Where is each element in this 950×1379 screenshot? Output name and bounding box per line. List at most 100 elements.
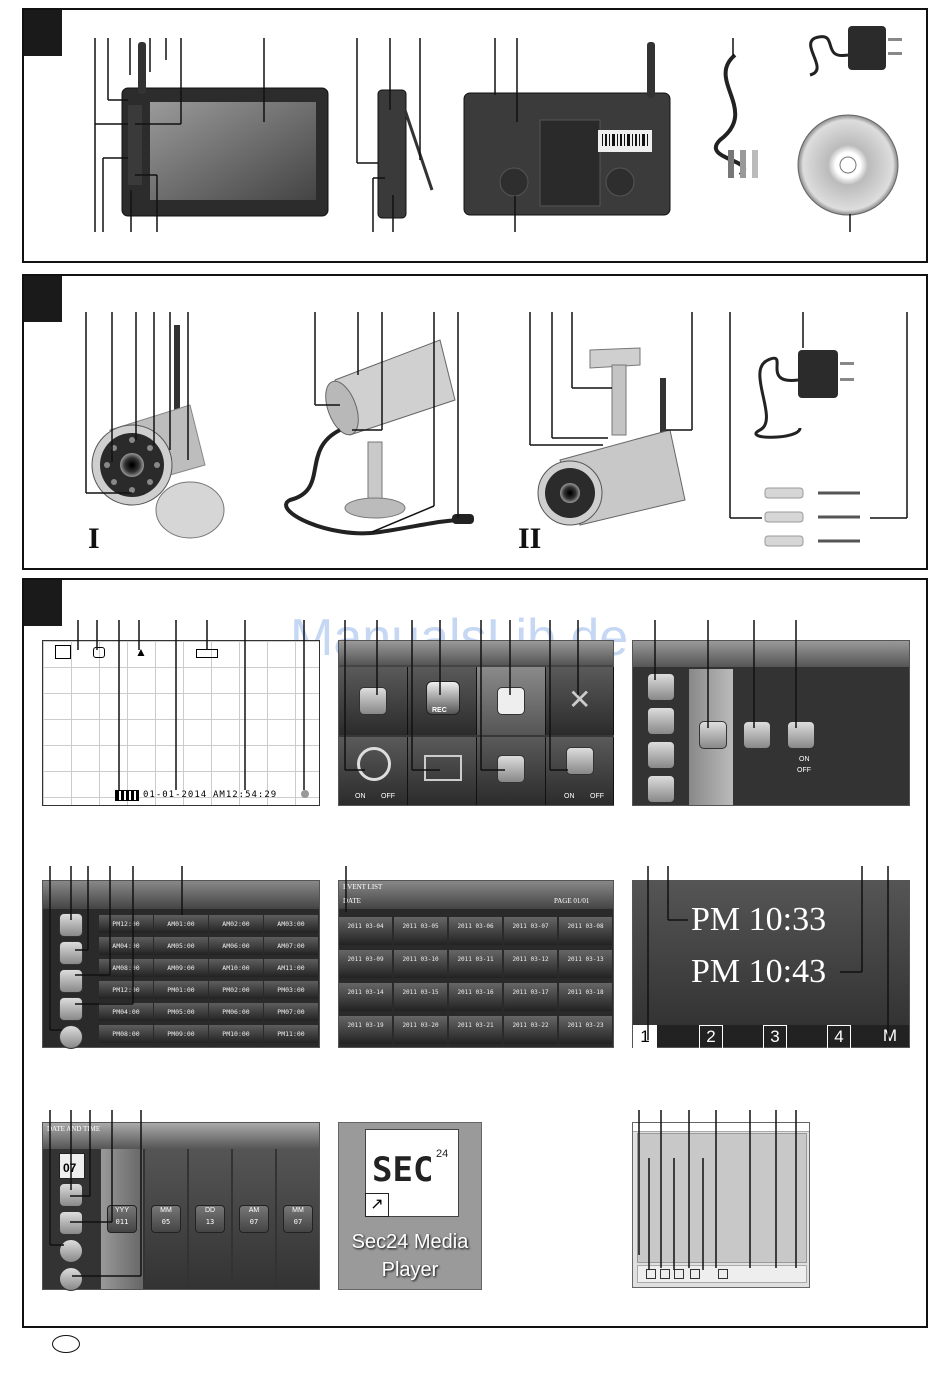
menu-tile-settings[interactable]: ✕: [546, 667, 614, 735]
menu-tile-pairing[interactable]: [477, 737, 546, 805]
event-date-cell[interactable]: 2011 03-06: [449, 917, 502, 945]
schedule-cell[interactable]: AM09:00: [154, 959, 208, 977]
cam4-icon[interactable]: [647, 775, 675, 803]
brightness-icon[interactable]: [743, 721, 771, 749]
panel-c: [22, 578, 928, 1328]
panel-c-tab: [24, 580, 62, 626]
event-date-cell[interactable]: 2011 03-23: [559, 1016, 612, 1044]
monitor-side: [377, 89, 407, 219]
schedule-cell[interactable]: AM10:00: [209, 959, 263, 977]
record-end-time: PM 10:43: [691, 953, 827, 990]
event-date-cell[interactable]: 2011 03-09: [339, 950, 392, 978]
media-player-shortcut[interactable]: SEC 24 ↗ Sec24 Media Player: [338, 1122, 482, 1290]
event-date-cell[interactable]: 2011 03-12: [504, 950, 557, 978]
schedule-cell[interactable]: PM04:00: [99, 1003, 153, 1021]
camera-power-adapter: [798, 350, 838, 398]
menu-tile-event[interactable]: [477, 667, 546, 735]
event-date-cell[interactable]: 2011 03-04: [339, 917, 392, 945]
event-date-cell[interactable]: 2011 03-20: [394, 1016, 447, 1044]
datetime-clock-icon[interactable]: [59, 1239, 83, 1263]
next-button[interactable]: [690, 1269, 700, 1279]
battery-icon: [115, 790, 139, 801]
schedule-cell[interactable]: PM06:00: [209, 1003, 263, 1021]
schedule-cell[interactable]: AM11:00: [264, 959, 318, 977]
schedule-cell[interactable]: PM01:00: [154, 981, 208, 999]
event-date-cell[interactable]: 2011 03-07: [504, 917, 557, 945]
main-menu-screen: REC ✕ ON OFF ON OFF: [338, 640, 614, 806]
event-date-cell[interactable]: 2011 03-15: [394, 983, 447, 1011]
event-date-cell[interactable]: 2011 03-14: [339, 983, 392, 1011]
main-menu-header: [339, 641, 613, 665]
av-cable: [714, 53, 746, 177]
schedule-grid-icon[interactable]: [59, 997, 83, 1021]
schedule-cell[interactable]: PM12:00: [99, 915, 153, 933]
schedule-cell[interactable]: AM07:00: [264, 937, 318, 955]
event-date-cell[interactable]: 2011 03-08: [559, 917, 612, 945]
prev-button[interactable]: [674, 1269, 684, 1279]
schedule-cell[interactable]: PM10:00: [209, 1025, 263, 1043]
panel-b: [22, 274, 928, 570]
schedule-cell[interactable]: AM06:00: [209, 937, 263, 955]
event-date-cell[interactable]: 2011 03-18: [559, 983, 612, 1011]
menu-tile-sd[interactable]: ON OFF: [546, 737, 614, 805]
schedule-cell[interactable]: PM02:00: [209, 981, 263, 999]
schedule-cell[interactable]: PM07:00: [264, 1003, 318, 1021]
event-date-cell[interactable]: 2011 03-05: [394, 917, 447, 945]
event-date-cell[interactable]: 2011 03-16: [449, 983, 502, 1011]
datetime-sync-icon[interactable]: [59, 1211, 83, 1235]
record-tab-2[interactable]: 2: [699, 1025, 723, 1049]
schedule-cell[interactable]: PM12:00: [99, 981, 153, 999]
menu-tile-display[interactable]: [408, 737, 477, 805]
date-time-field-value: 011: [115, 1218, 129, 1226]
camera-select-icon[interactable]: [699, 721, 727, 749]
snapshot-button[interactable]: [718, 1269, 728, 1279]
schedule-motion-icon[interactable]: [59, 941, 83, 965]
event-date-cell[interactable]: 2011 03-19: [339, 1016, 392, 1044]
schedule-cell[interactable]: AM05:00: [154, 937, 208, 955]
event-date-cell[interactable]: 2011 03-21: [449, 1016, 502, 1044]
panel-b-tab: [24, 276, 62, 322]
event-date-label: DATE: [343, 897, 361, 905]
date-time-field-label: MM: [160, 1207, 172, 1214]
record-tab-3[interactable]: 3: [763, 1025, 787, 1049]
schedule-cell[interactable]: PM09:00: [154, 1025, 208, 1043]
cam2-icon[interactable]: [647, 707, 675, 735]
cam1-icon[interactable]: [647, 673, 675, 701]
event-date-cell[interactable]: 2011 03-13: [559, 950, 612, 978]
media-player-line1: Sec24 Media: [351, 1231, 469, 1253]
stop-button[interactable]: [660, 1269, 670, 1279]
schedule-cell[interactable]: AM03:00: [264, 915, 318, 933]
schedule-cell[interactable]: AM02:00: [209, 915, 263, 933]
schedule-cell[interactable]: AM01:00: [154, 915, 208, 933]
datetime-globe-icon[interactable]: [59, 1267, 83, 1291]
record-tab-m[interactable]: M: [882, 1026, 898, 1045]
schedule-cell[interactable]: AM08:00: [99, 959, 153, 977]
record-tab-1[interactable]: 1: [633, 1025, 657, 1049]
calendar-icon[interactable]: 07: [59, 1153, 85, 1179]
camera-onoff-icon[interactable]: [787, 721, 815, 749]
schedule-clock-icon[interactable]: [59, 1025, 83, 1049]
schedule-cell[interactable]: PM03:00: [264, 981, 318, 999]
menu-tile-record[interactable]: REC: [408, 667, 477, 735]
menu-tile-power[interactable]: ON OFF: [339, 737, 408, 805]
event-date-cell[interactable]: 2011 03-22: [504, 1016, 557, 1044]
power-on-label: ON: [355, 793, 366, 800]
schedule-cell[interactable]: PM08:00: [99, 1025, 153, 1043]
menu-tile-camera[interactable]: [339, 667, 408, 735]
schedule-cell[interactable]: PM05:00: [154, 1003, 208, 1021]
event-date-cell[interactable]: 2011 03-11: [449, 950, 502, 978]
schedule-cell[interactable]: PM11:00: [264, 1025, 318, 1043]
record-tab-4[interactable]: 4: [827, 1025, 851, 1049]
schedule-cell[interactable]: AM04:00: [99, 937, 153, 955]
play-button[interactable]: [646, 1269, 656, 1279]
event-date-cell[interactable]: 2011 03-17: [504, 983, 557, 1011]
event-date-cell[interactable]: 2011 03-10: [394, 950, 447, 978]
date-time-field-label: MM: [292, 1207, 304, 1214]
cam3-icon[interactable]: [647, 741, 675, 769]
schedule-record-icon[interactable]: [59, 969, 83, 993]
